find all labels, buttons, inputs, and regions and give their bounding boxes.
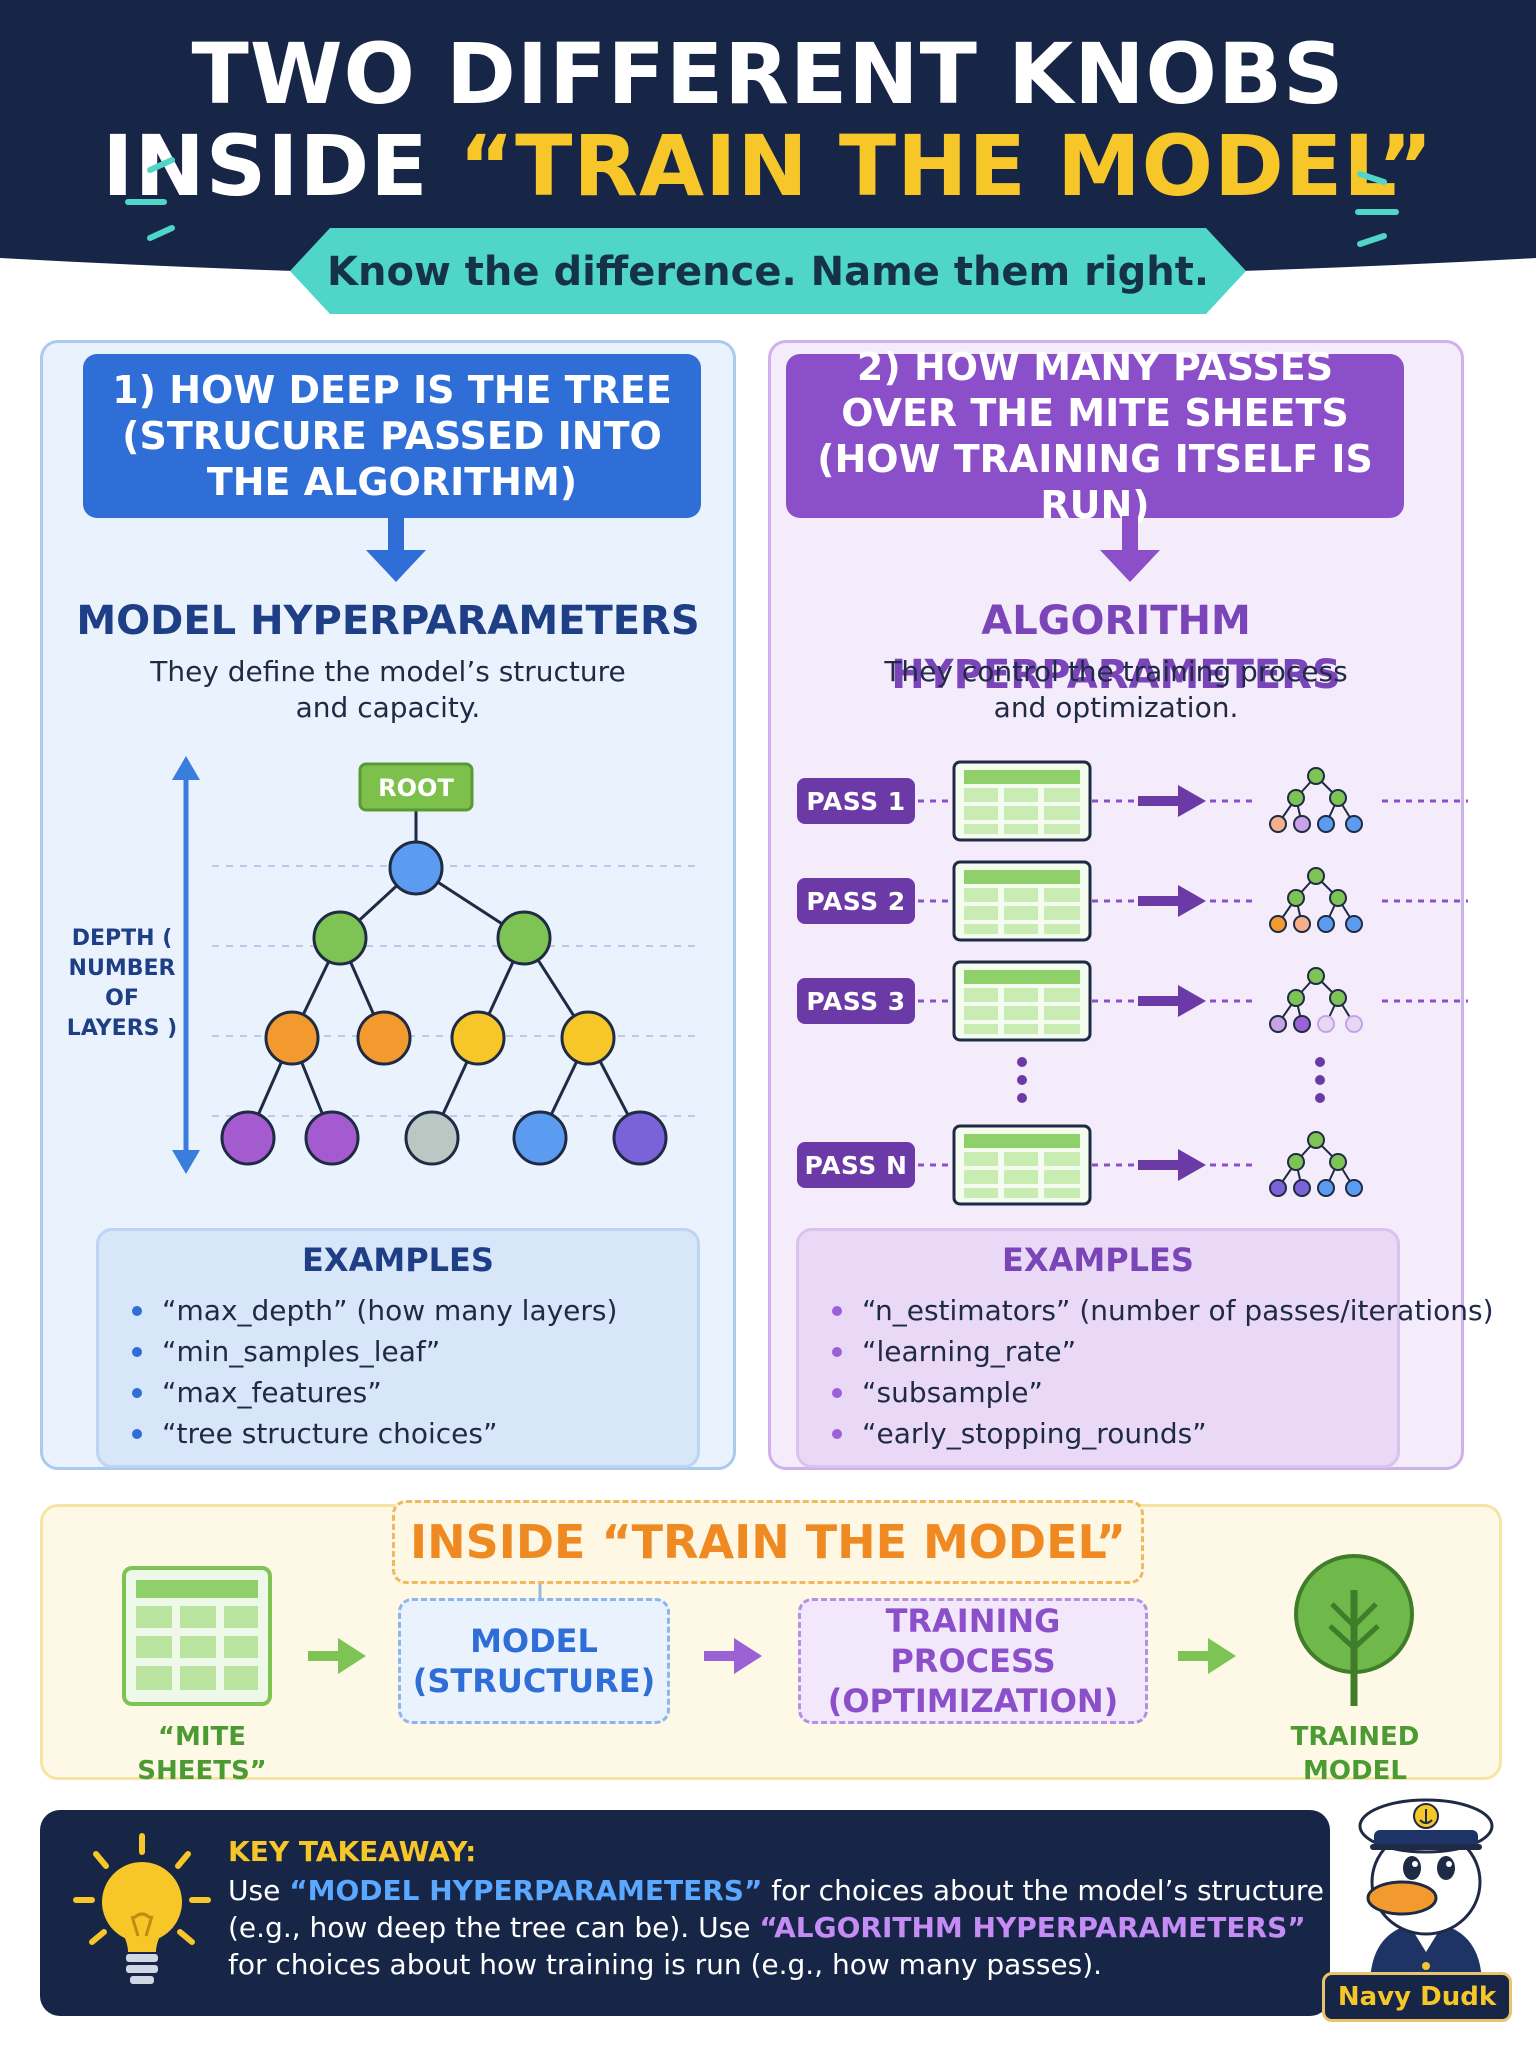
pass-badge: PASS 1 — [797, 778, 915, 824]
list-item: “learning_rate” — [830, 1331, 1494, 1372]
list-item: “max_depth” (how many layers) — [130, 1290, 617, 1331]
algorithm-examples-title: EXAMPLES — [1002, 1241, 1194, 1279]
header-background — [0, 0, 1536, 279]
key-takeaway-heading: KEY TAKEAWAY: — [228, 1835, 477, 1868]
tree-node — [388, 840, 444, 896]
navy-duck-mascot-icon — [1358, 1798, 1494, 1986]
page-title-line-1: TWO DIFFERENT KNOBS — [191, 25, 1345, 123]
pass-badge: PASS N — [797, 1142, 915, 1188]
sparkle-left-icon — [125, 157, 175, 241]
algorithm-term: “ALGORITHM HYPERPARAMETERS” — [759, 1911, 1306, 1944]
bullet-icon — [132, 1347, 142, 1357]
description-line-2: and capacity. — [295, 691, 481, 724]
tree-icon — [1294, 1554, 1414, 1706]
title-highlight: “TRAIN THE MODEL” — [458, 117, 1434, 215]
list-item: “tree structure choices” — [130, 1413, 617, 1454]
algorithm-hyperparameters-title: ALGORITHM HYPERPARAMETERS — [891, 598, 1341, 698]
description-line-1: They control the training process — [884, 655, 1348, 688]
list-item: “min_samples_leaf” — [130, 1331, 617, 1372]
bullet-icon — [832, 1347, 842, 1357]
question-box-tree-depth: 1) HOW DEEP IS THE TREE (STRUCURE PASSED… — [83, 354, 701, 518]
list-item: “early_stopping_rounds” — [830, 1413, 1494, 1454]
tree-node — [450, 1010, 506, 1066]
tree-node — [312, 910, 368, 966]
pass-badge: PASS 2 — [797, 878, 915, 924]
root-label-box — [358, 762, 474, 812]
description-line-1: They define the model’s structure — [150, 655, 626, 688]
list-item: “max_features” — [130, 1372, 617, 1413]
model-hyperparameters-description: They define the model’s structure and ca… — [40, 654, 736, 726]
depth-label: DEPTH ( NUMBER OF LAYERS ) — [66, 926, 178, 1041]
page-title-line-2: INSIDE “TRAIN THE MODEL” — [0, 118, 1536, 214]
question-box-passes: 2) HOW MANY PASSES OVER THE MITE SHEETS … — [786, 345, 1404, 527]
bullet-icon — [832, 1429, 842, 1439]
arrow-right-icon — [308, 1638, 366, 1674]
flow-diagram-graphics — [122, 1554, 1414, 1706]
spreadsheet-icon — [122, 1566, 272, 1706]
bullet-icon — [832, 1306, 842, 1316]
takeaway-line-3: for choices about how training is run (e… — [228, 1948, 1103, 1981]
flow-title-box — [392, 1500, 1144, 1584]
takeaway-line-1: Use “MODEL HYPERPARAMETERS” for choices … — [228, 1874, 1325, 1907]
lightbulb-icon — [73, 1833, 211, 1984]
tree-node — [304, 1110, 360, 1166]
tree-node — [612, 1110, 668, 1166]
bullet-icon — [832, 1388, 842, 1398]
root-label: ROOT — [378, 774, 454, 802]
mite-sheets-label: “MITE SHEETS” — [137, 1722, 267, 1786]
model-hyperparameters-title: MODEL HYPERPARAMETERS — [76, 598, 700, 644]
trained-model-label: TRAINED MODEL — [1290, 1722, 1420, 1786]
pass-badge: PASS 3 — [797, 978, 915, 1024]
description-line-2: and optimization. — [993, 691, 1239, 724]
arrow-right-icon — [1178, 1638, 1236, 1674]
arrow-right-icon — [704, 1638, 762, 1674]
algorithm-examples-box — [796, 1228, 1400, 1468]
list-item: “subsample” — [830, 1372, 1494, 1413]
algorithm-examples-list: “n_estimators” (number of passes/iterati… — [830, 1290, 1494, 1454]
tree-node — [264, 1010, 320, 1066]
model-structure-node: MODEL (STRUCTURE) — [398, 1598, 670, 1724]
bullet-icon — [132, 1388, 142, 1398]
subtitle: Know the difference. Name them right. — [326, 249, 1210, 295]
bullet-icon — [132, 1306, 142, 1316]
takeaway-line-2: (e.g., how deep the tree can be). Use “A… — [228, 1911, 1306, 1944]
tree-node — [404, 1110, 460, 1166]
key-takeaway-box — [40, 1810, 1330, 2016]
training-process-node: TRAINING PROCESS (OPTIMIZATION) — [798, 1598, 1148, 1724]
bullet-icon — [132, 1429, 142, 1439]
tree-node — [560, 1010, 616, 1066]
model-term: “MODEL HYPERPARAMETERS” — [289, 1874, 763, 1907]
subtitle-banner — [290, 228, 1246, 314]
arrow-down-icon — [366, 516, 426, 582]
tree-node — [220, 1110, 276, 1166]
sparkle-right-icon — [1355, 171, 1399, 247]
model-examples-box — [96, 1228, 700, 1468]
flow-title: INSIDE “TRAIN THE MODEL” — [409, 1515, 1127, 1569]
list-item: “n_estimators” (number of passes/iterati… — [830, 1290, 1494, 1331]
tree-node — [356, 1010, 412, 1066]
model-examples-title: EXAMPLES — [302, 1241, 494, 1279]
decision-tree-diagram: ROOT — [172, 756, 700, 1174]
model-examples-list: “max_depth” (how many layers) “min_sampl… — [130, 1290, 617, 1454]
arrow-down-icon — [1100, 516, 1160, 582]
mascot-name-tag: Navy Dudk — [1322, 1972, 1512, 2022]
training-passes-diagram — [918, 760, 1468, 1206]
algorithm-hyperparameters-description: They control the training process and op… — [768, 654, 1464, 726]
tree-node — [496, 910, 552, 966]
tree-node — [512, 1110, 568, 1166]
